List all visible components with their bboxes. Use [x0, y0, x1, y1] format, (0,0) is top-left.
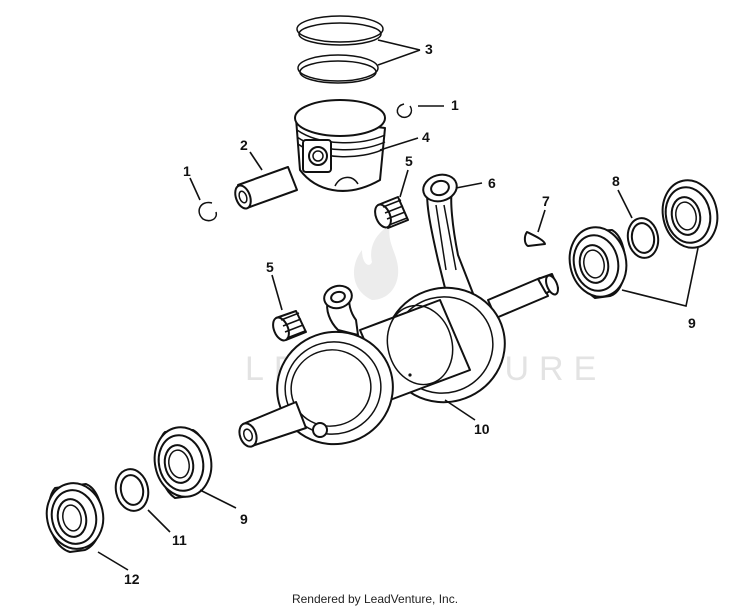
needle-bearing-lower[interactable]: [270, 310, 307, 343]
callout-shim-ring-upper: 8: [612, 173, 620, 189]
callout-circlip-left: 1: [183, 163, 191, 179]
callout-crankshaft: 10: [474, 421, 490, 437]
callout-main-bearing-left: 9: [240, 511, 248, 527]
needle-bearing-upper[interactable]: [372, 196, 409, 230]
oil-seal[interactable]: [41, 478, 109, 554]
piston[interactable]: [294, 99, 386, 192]
callout-needle-bearing-lower: 5: [266, 259, 274, 275]
callout-labels: 3 1 4 2 1 5 6 7 8 9 5 10 9 11 12: [124, 41, 696, 587]
leader-lines: [97, 39, 699, 571]
main-bearings-right[interactable]: [563, 175, 723, 302]
footer-credit: Rendered by LeadVenture, Inc.: [291, 592, 459, 606]
woodruff-key[interactable]: [523, 231, 546, 247]
circlip-left[interactable]: [198, 201, 218, 222]
callout-piston-pin: 2: [240, 137, 248, 153]
circlip-right[interactable]: [396, 103, 413, 119]
shim-ring-lower[interactable]: [112, 466, 152, 514]
shim-ring-upper[interactable]: [625, 216, 661, 261]
callout-piston: 4: [422, 129, 430, 145]
connecting-rod[interactable]: [420, 171, 475, 301]
callout-needle-bearing-upper: 5: [405, 153, 413, 169]
main-bearing-left[interactable]: [148, 422, 217, 502]
callout-circlip-right: 1: [451, 97, 459, 113]
callout-connecting-rod: 6: [488, 175, 496, 191]
watermark-flame-icon: [353, 225, 399, 300]
callout-oil-seal: 12: [124, 571, 140, 587]
piston-rings[interactable]: [296, 15, 384, 84]
callout-shim-ring-lower: 11: [172, 532, 187, 548]
callout-main-bearings-right: 9: [688, 315, 696, 331]
callout-woodruff-key: 7: [542, 193, 550, 209]
crankshaft[interactable]: [236, 273, 560, 457]
callout-piston-rings: 3: [425, 41, 433, 57]
piston-pin[interactable]: [232, 166, 298, 211]
